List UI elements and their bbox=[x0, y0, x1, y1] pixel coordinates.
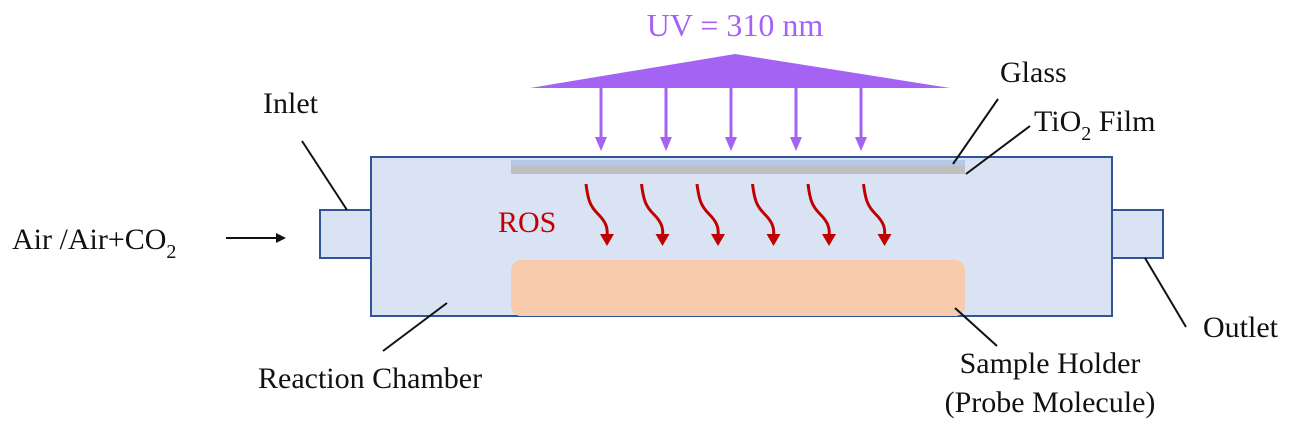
glass-leader bbox=[952, 98, 999, 165]
sample-holder bbox=[511, 260, 965, 316]
glass-label: Glass bbox=[1000, 56, 1067, 89]
reaction-chamber-leader bbox=[382, 302, 448, 352]
ros-arrows bbox=[584, 183, 892, 246]
uv-arrow bbox=[725, 88, 737, 151]
tio2-subscript: 2 bbox=[1081, 123, 1091, 145]
inlet-pipe bbox=[319, 209, 372, 259]
ros-arrow bbox=[584, 183, 614, 246]
outlet-pipe bbox=[1111, 209, 1164, 259]
outlet-leader bbox=[1144, 257, 1187, 328]
gas-label: Air /Air+CO2 bbox=[12, 223, 176, 263]
sample-holder-label-line1: Sample Holder bbox=[960, 347, 1141, 380]
tio2-film-label: TiO2 Film bbox=[1034, 105, 1155, 145]
ros-label: ROS bbox=[498, 206, 556, 239]
gas-subscript: 2 bbox=[166, 241, 176, 263]
uv-arrows bbox=[595, 88, 867, 151]
tio2-leader bbox=[965, 125, 1031, 175]
tio2-prefix: TiO bbox=[1034, 105, 1081, 138]
inlet-leader bbox=[301, 140, 348, 211]
ros-arrow bbox=[640, 183, 670, 246]
inlet-label: Inlet bbox=[263, 87, 319, 120]
uv-arrow bbox=[790, 88, 802, 151]
uv-arrow bbox=[660, 88, 672, 151]
gas-prefix: Air /Air+CO bbox=[12, 223, 166, 256]
sample-holder-leader bbox=[954, 307, 998, 347]
uv-arrow bbox=[855, 88, 867, 151]
uv-arrow bbox=[595, 88, 607, 151]
uv-label: UV = 310 nm bbox=[647, 7, 824, 43]
ros-arrow bbox=[695, 183, 725, 246]
glass-plate bbox=[511, 160, 965, 167]
ros-arrow bbox=[751, 183, 781, 246]
tio2-film bbox=[511, 166, 965, 174]
outlet-label: Outlet bbox=[1203, 311, 1279, 344]
uv-lamp bbox=[530, 54, 950, 88]
gas-inflow-arrowhead bbox=[276, 233, 286, 243]
sample-holder-label-line2: (Probe Molecule) bbox=[945, 386, 1156, 419]
ros-arrow bbox=[806, 183, 836, 246]
ros-arrow bbox=[862, 183, 892, 246]
reaction-chamber-label: Reaction Chamber bbox=[258, 362, 482, 395]
tio2-suffix: Film bbox=[1091, 105, 1155, 138]
